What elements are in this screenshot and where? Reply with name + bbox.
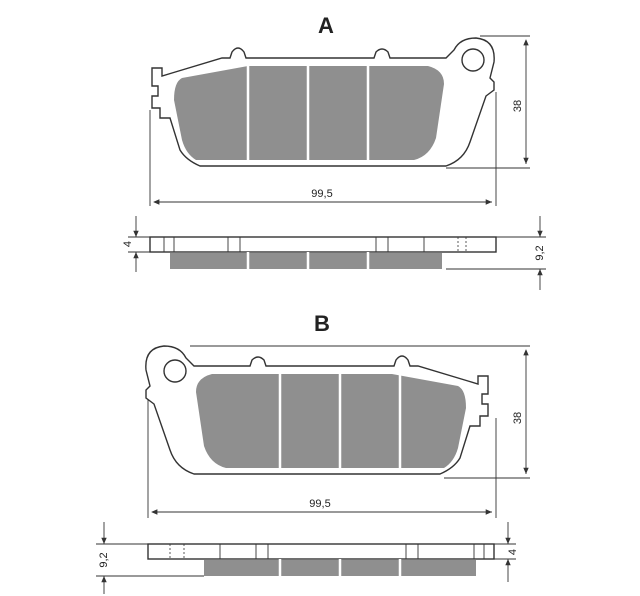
- diagram-a-width-dim: 99,5: [311, 188, 332, 200]
- diagram-b-friction-pad: [196, 372, 466, 470]
- diagram-a-side-view: [149, 236, 497, 270]
- diagram-b-mounting-hole: [163, 359, 187, 383]
- diagram-b-side-view: [147, 543, 495, 577]
- diagram-a-thickness-small: 4: [122, 241, 134, 247]
- diagram-b-thickness-small: 4: [507, 549, 519, 555]
- diagram-b-width-dim: 99,5: [309, 498, 330, 510]
- diagram-a-friction-pad: [174, 64, 444, 162]
- diagram-b-height-dim: 38: [512, 412, 524, 424]
- diagram-a-label: A: [318, 13, 334, 38]
- diagram-a-mounting-hole: [461, 48, 485, 72]
- diagram-a-height-dim: 38: [512, 100, 524, 112]
- diagram-b-thickness-total: 9,2: [98, 552, 110, 567]
- diagram-a-thickness-total: 9,2: [534, 245, 546, 260]
- diagram-b-label: B: [314, 311, 330, 336]
